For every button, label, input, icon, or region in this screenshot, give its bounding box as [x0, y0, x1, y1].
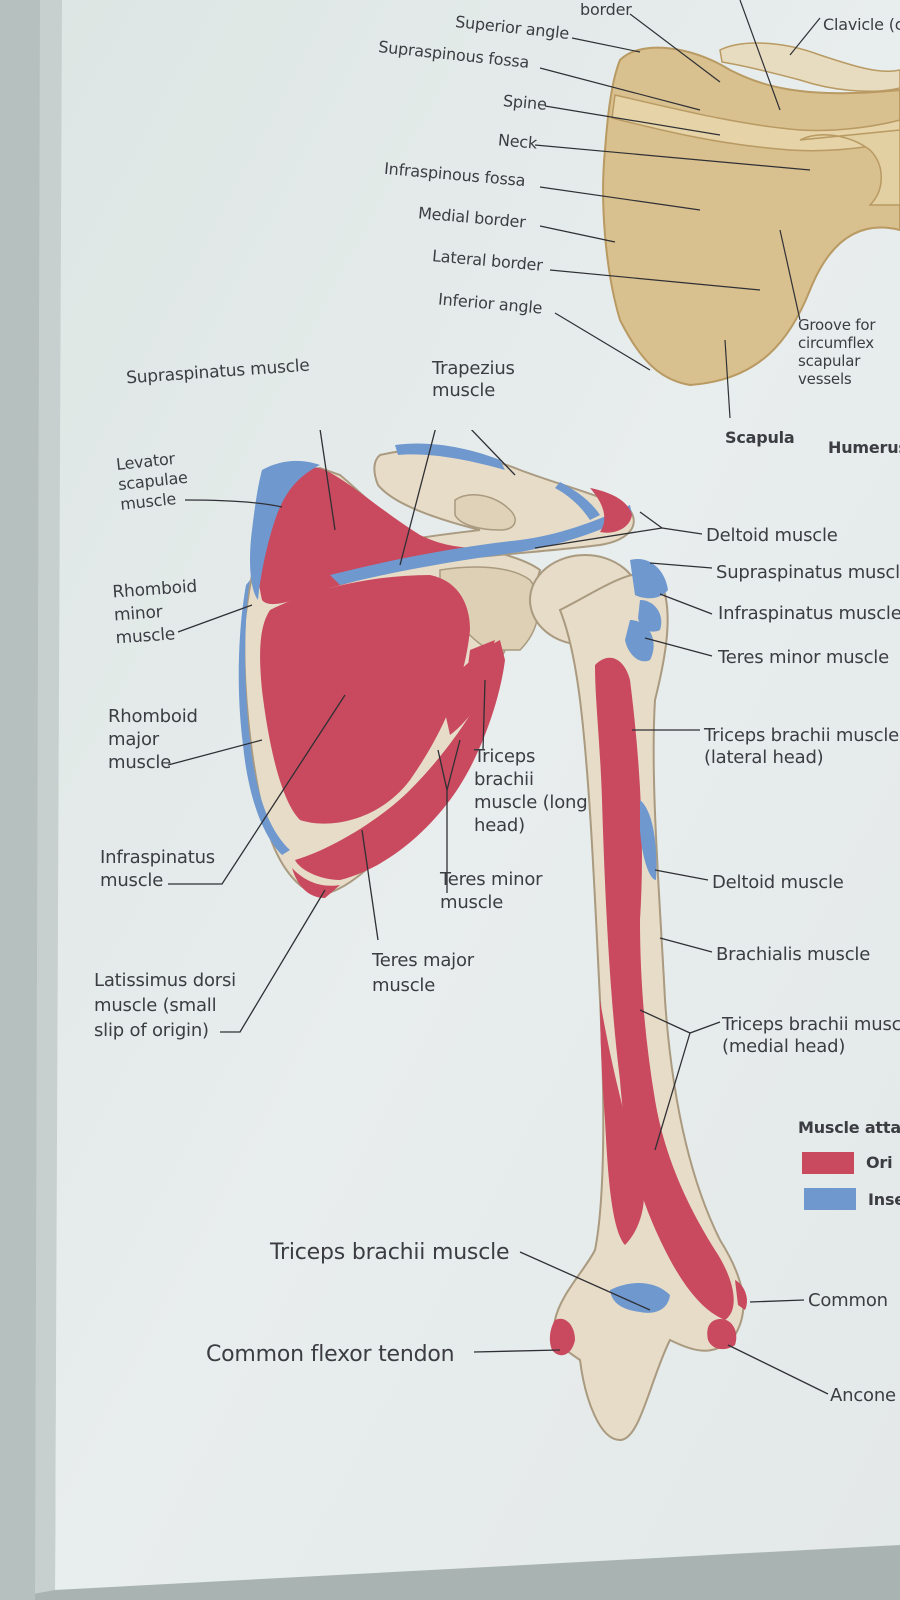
- latissimus-dorsi-label: Latissimus dorsi muscle (small slip of o…: [94, 970, 236, 1041]
- legend-origin-swatch: [802, 1152, 854, 1174]
- scapula-posterior: [238, 443, 635, 898]
- legend-title: Muscle atta: [798, 1118, 900, 1137]
- common-flexor-tendon-label: Common flexor tendon: [206, 1342, 455, 1367]
- levator-scapulae-label: Levator scapulae muscle: [115, 448, 189, 514]
- brachialis-muscle-label: Brachialis muscle: [716, 944, 871, 965]
- triceps-medial-head-label: Triceps brachii musc (medial head): [722, 1014, 900, 1057]
- deltoid-muscle-label-top: Deltoid muscle: [706, 525, 838, 546]
- muscle-attachment-illustration: [167, 430, 829, 1442]
- infraspinatus-muscle-label-left: Infraspinatus muscle: [100, 847, 215, 891]
- legend-insertion-label: Inse: [868, 1190, 900, 1209]
- scapula-bone: [602, 42, 900, 387]
- scapula-label: Scapula: [725, 428, 795, 447]
- spine-label: Spine: [502, 91, 548, 114]
- muscle-leader-lines: [167, 430, 829, 1395]
- triceps-lateral-head-label: Triceps brachii muscle (lateral head): [704, 725, 900, 768]
- rhomboid-major-label: Rhomboid major muscle: [108, 706, 198, 773]
- legend-origin-label: Ori: [866, 1153, 893, 1172]
- teres-major-muscle-label: Teres major muscle: [372, 950, 474, 996]
- triceps-long-head-label: Triceps brachii muscle (long head): [474, 746, 588, 836]
- trapezius-muscle-label: Trapezius muscle: [432, 358, 515, 401]
- humerus: [529, 554, 747, 1442]
- legend-insertion-swatch: [804, 1188, 856, 1210]
- deltoid-muscle-label-mid: Deltoid muscle: [712, 872, 844, 893]
- rhomboid-minor-label: Rhomboid minor muscle: [111, 576, 198, 649]
- groove-label: Groove for circumflex scapular vessels: [798, 316, 876, 388]
- common-extensor-label: Common: [808, 1290, 888, 1311]
- border-label: border: [580, 0, 632, 19]
- teres-minor-muscle-label-left: Teres minor muscle: [440, 869, 543, 913]
- clavicle-label: Clavicle (c: [823, 15, 900, 34]
- anconeus-label: Ancone: [830, 1385, 896, 1406]
- scapula-illustration: [534, 0, 900, 419]
- scapula-leader-lines: [534, 0, 821, 419]
- infraspinatus-muscle-label-right: Infraspinatus muscle: [718, 603, 900, 624]
- supraspinatus-muscle-label-right: Supraspinatus muscle: [716, 562, 900, 583]
- humerus-label: Humerus: [828, 438, 900, 457]
- neck-label: Neck: [497, 130, 538, 153]
- teres-minor-muscle-label-right: Teres minor muscle: [718, 647, 889, 668]
- triceps-insertion-label: Triceps brachii muscle: [270, 1240, 510, 1265]
